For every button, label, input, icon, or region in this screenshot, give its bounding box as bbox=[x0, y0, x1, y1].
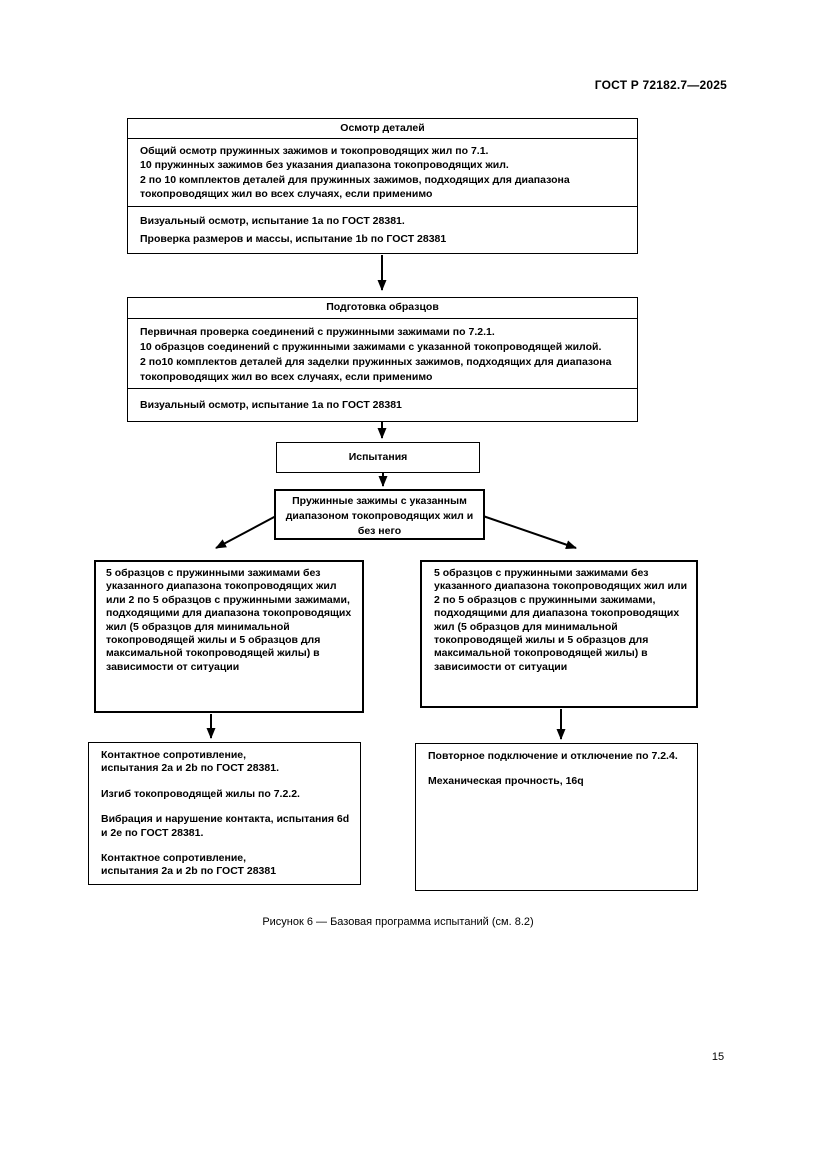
arrow-clamps-to-right-samples bbox=[482, 515, 577, 550]
preparation-tests-text: Визуальный осмотр, испытание 1a по ГОСТ … bbox=[140, 399, 402, 411]
flow-box-left-tests: Контактное сопротивление,испытания 2a и … bbox=[88, 742, 361, 885]
inspection-tests-text: Визуальный осмотр, испытание 1a по ГОСТ … bbox=[140, 215, 447, 245]
page-number: 15 bbox=[711, 1051, 725, 1063]
flow-box-right-tests: Повторное подключение и отключение по 7.… bbox=[415, 743, 698, 891]
arrow-clamps-to-left-samples bbox=[215, 515, 277, 549]
flow-box-tests: Испытания bbox=[276, 442, 480, 473]
inspection-title: Осмотр деталей bbox=[128, 119, 637, 139]
flow-box-inspection: Осмотр деталей Общий осмотр пружинных за… bbox=[127, 118, 638, 254]
figure-caption: Рисунок 6 — Базовая программа испытаний … bbox=[262, 916, 534, 928]
flow-box-preparation: Подготовка образцов Первичная проверка с… bbox=[127, 297, 638, 422]
preparation-title: Подготовка образцов bbox=[128, 298, 637, 319]
preparation-body-text: Первичная проверка соединений с пружинны… bbox=[128, 319, 637, 389]
inspection-body-text: Общий осмотр пружинных зажимов и токопро… bbox=[128, 139, 637, 207]
page-header: ГОСТ Р 72182.7—2025 bbox=[594, 78, 727, 92]
tests-title: Испытания bbox=[348, 450, 408, 463]
